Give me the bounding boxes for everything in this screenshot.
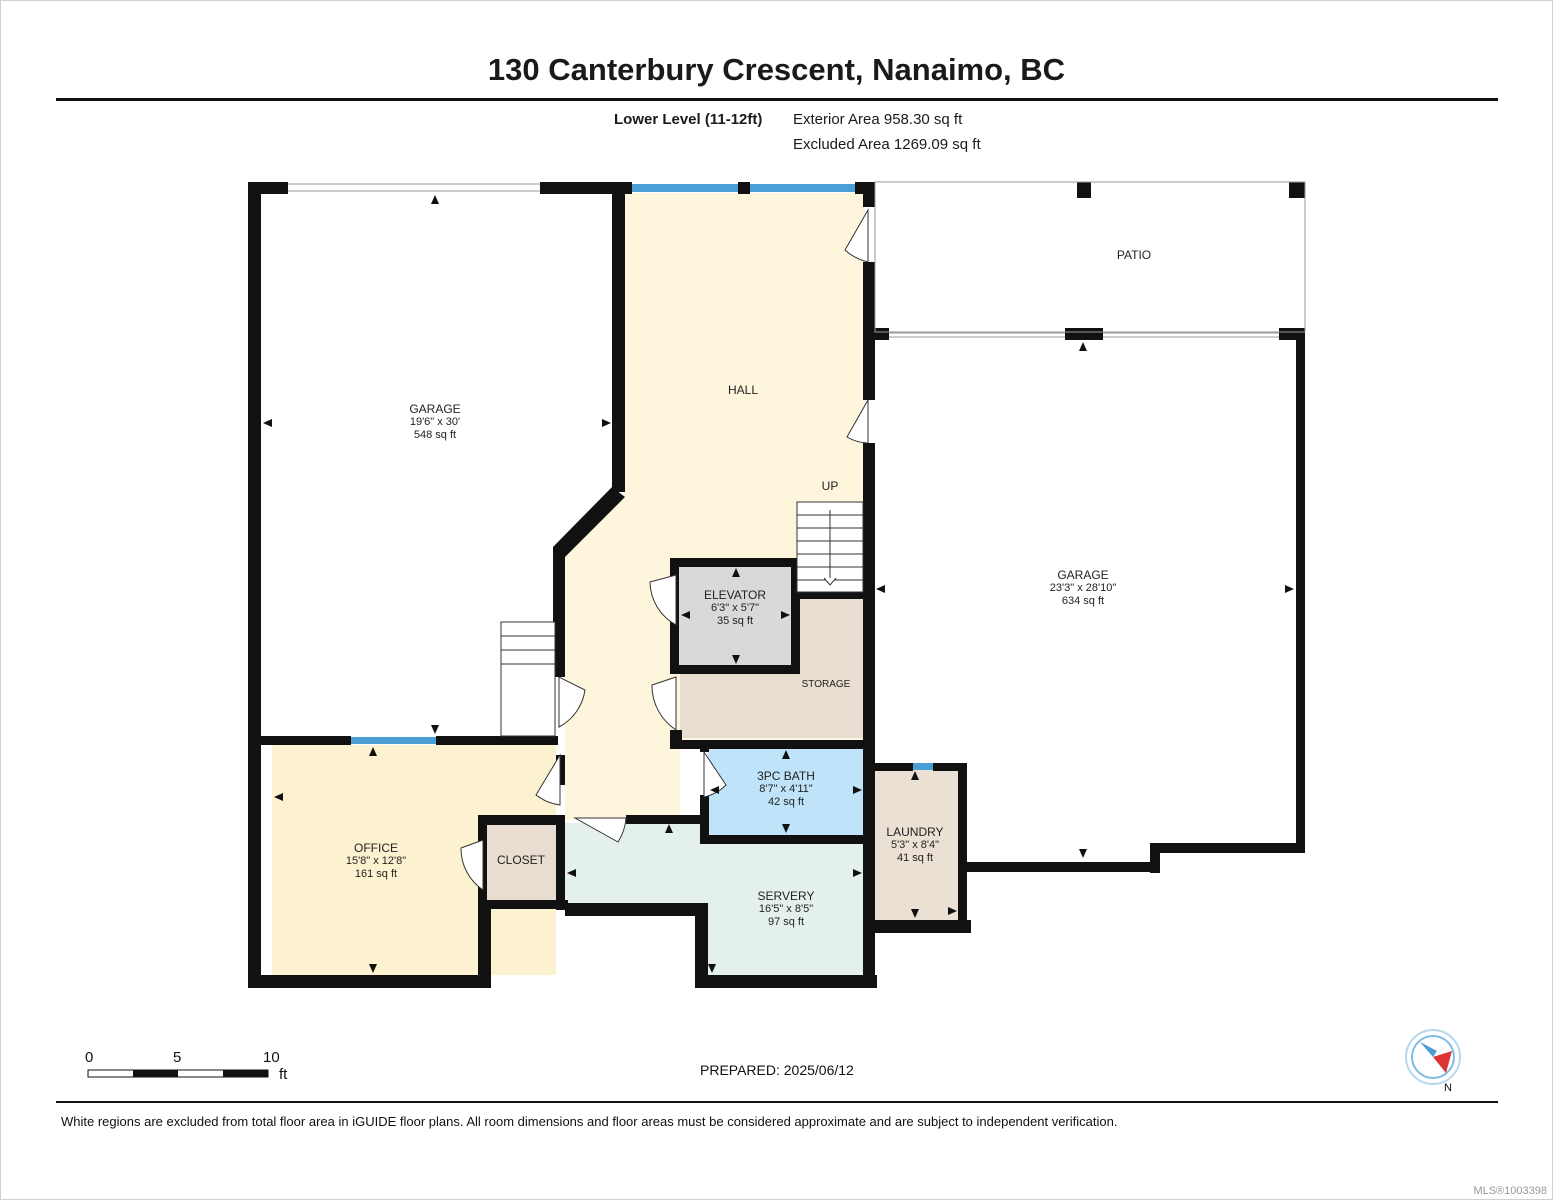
room-dims: 19'6" x 30' <box>409 416 461 428</box>
room-name: ELEVATOR <box>703 588 767 602</box>
room-name: HALL <box>727 383 759 397</box>
excluded-area: Excluded Area 1269.09 sq ft <box>793 136 981 153</box>
level-name: Lower Level (11-12ft) <box>614 111 763 128</box>
room-label-servery: SERVERY 16'5" x 8'5" 97 sq ft <box>758 890 815 929</box>
elevator-fill <box>678 565 794 665</box>
room-name: CLOSET <box>496 853 546 867</box>
room-area: 42 sq ft <box>767 796 805 808</box>
room-area: 97 sq ft <box>767 916 805 928</box>
windows <box>351 184 933 770</box>
room-name: PATIO <box>1116 248 1152 262</box>
page-title: 130 Canterbury Crescent, Nanaimo, BC <box>487 52 1066 87</box>
scale-unit: ft <box>279 1066 288 1083</box>
room-name: STORAGE <box>801 679 851 690</box>
scale-mark-5: 5 <box>173 1049 182 1066</box>
stairs-garage <box>500 621 556 737</box>
mls-number: MLS®1003398 <box>1473 1185 1547 1197</box>
compass-icon <box>1405 1029 1461 1085</box>
room-label-laundry: LAUNDRY 5'3" x 8'4" 41 sq ft <box>886 826 943 865</box>
room-label-elevator: ELEVATOR 6'3" x 5'7" 35 sq ft <box>704 589 766 628</box>
footer-rule <box>56 1101 1498 1103</box>
room-name: LAUNDRY <box>886 825 944 839</box>
doors <box>460 208 869 891</box>
walls <box>248 182 1305 988</box>
room-dims: 16'5" x 8'5" <box>758 903 814 915</box>
room-dims: 8'7" x 4'11" <box>759 783 813 795</box>
title-rule <box>56 98 1498 101</box>
storage-fill <box>680 598 865 738</box>
room-label-closet: CLOSET <box>497 854 545 867</box>
room-name: 3PC BATH <box>757 769 815 783</box>
room-label-garage-east: GARAGE 23'3" x 28'10" 634 sq ft <box>1050 569 1116 608</box>
room-area: 35 sq ft <box>716 615 754 627</box>
scale-mark-10: 10 <box>263 1049 280 1066</box>
exterior-area: Exterior Area 958.30 sq ft <box>793 111 963 128</box>
disclaimer: White regions are excluded from total fl… <box>61 1114 1118 1129</box>
bath-fill <box>708 748 865 835</box>
laundry-fill <box>870 768 960 920</box>
room-area: 548 sq ft <box>413 429 457 441</box>
room-area: 634 sq ft <box>1061 595 1105 607</box>
room-name: GARAGE <box>1057 568 1109 582</box>
room-dims: 15'8" x 12'8" <box>345 855 407 867</box>
room-label-storage: STORAGE <box>802 678 851 691</box>
room-name: GARAGE <box>409 402 461 416</box>
room-name: SERVERY <box>757 889 815 903</box>
thin-lines <box>288 181 1306 338</box>
dimension-arrows <box>263 195 1294 973</box>
room-name: UP <box>821 479 839 493</box>
compass-north-label: N <box>1444 1082 1452 1094</box>
closet-fill <box>486 823 558 903</box>
servery-fill <box>565 823 865 975</box>
stairs-up-label: UP <box>822 480 839 493</box>
room-area: 41 sq ft <box>896 852 934 864</box>
room-label-office: OFFICE 15'8" x 12'8" 161 sq ft <box>346 842 406 881</box>
room-label-garage-west: GARAGE 19'6" x 30' 548 sq ft <box>409 403 460 442</box>
room-label-hall: HALL <box>728 384 758 397</box>
room-dims: 6'3" x 5'7" <box>710 602 760 614</box>
room-area: 161 sq ft <box>354 868 398 880</box>
room-label-bath: 3PC BATH 8'7" x 4'11" 42 sq ft <box>757 770 815 809</box>
room-dims: 5'3" x 8'4" <box>890 839 940 851</box>
scale-bar <box>87 1069 269 1078</box>
room-dims: 23'3" x 28'10" <box>1049 582 1117 594</box>
room-name: OFFICE <box>353 841 398 855</box>
scale-mark-0: 0 <box>85 1049 94 1066</box>
stairs-up <box>796 501 864 593</box>
room-label-patio: PATIO <box>1117 249 1151 262</box>
prepared-date: PREPARED: 2025/06/12 <box>700 1062 854 1078</box>
